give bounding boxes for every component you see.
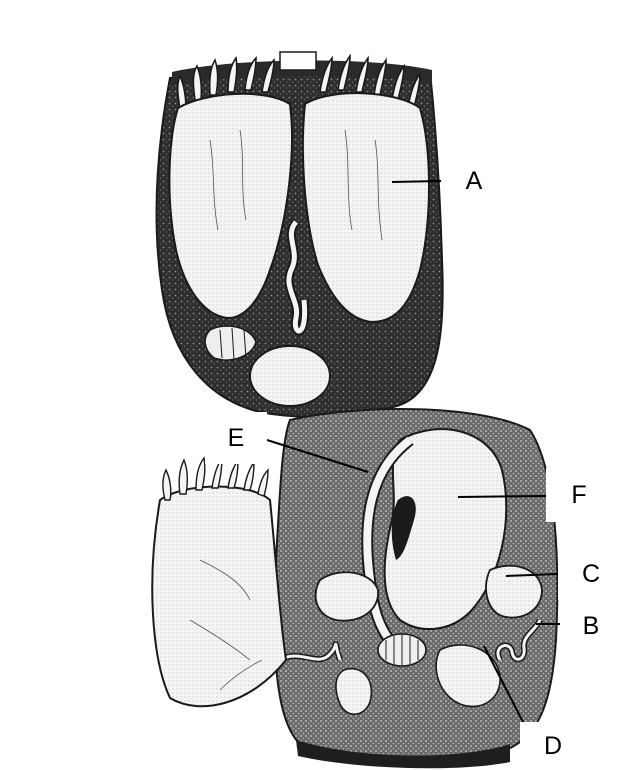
lower-specimen: [275, 409, 558, 768]
upper-bulb: [250, 346, 330, 406]
lower-left-lobe: [316, 572, 378, 620]
leader-line-f: [458, 496, 546, 497]
label-c: C: [558, 548, 624, 600]
label-d: D: [520, 722, 586, 770]
lower-ringed-segment: [378, 634, 426, 666]
lower-right-lobe: [486, 566, 542, 618]
upper-rim-notch: [280, 52, 316, 70]
label-a: A: [441, 152, 507, 210]
label-e: E: [205, 412, 267, 464]
leader-line-a: [392, 181, 441, 182]
detached-lobe-body: [152, 487, 286, 707]
detached-lobe: [152, 458, 286, 706]
label-f: F: [546, 468, 612, 522]
lower-bottom-left-lobe: [336, 669, 372, 715]
label-b: B: [560, 600, 622, 652]
upper-specimen: [157, 52, 443, 417]
